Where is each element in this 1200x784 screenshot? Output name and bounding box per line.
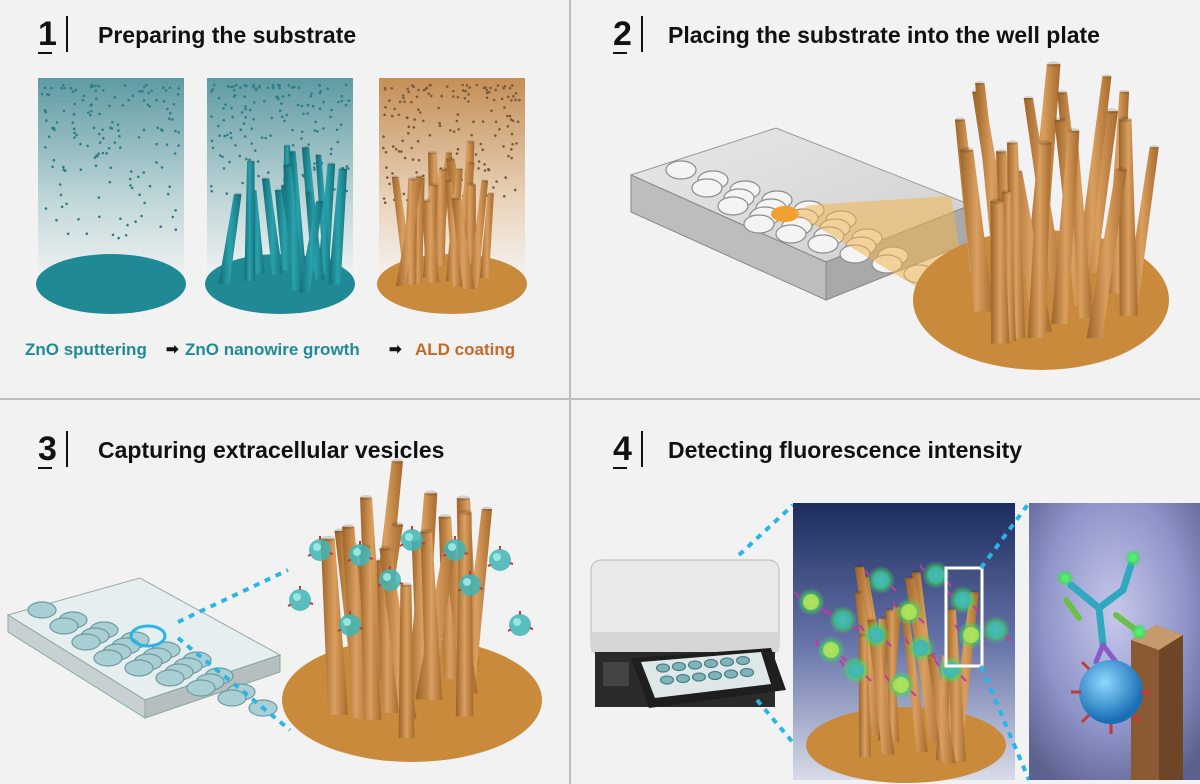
zoom-callout-line [979, 665, 1031, 781]
antibody-icon [1056, 549, 1148, 665]
vesicle-icon [307, 536, 334, 561]
plate-reader-icon [590, 559, 786, 708]
step-underline [613, 467, 627, 469]
step-number: 3 [38, 430, 57, 468]
detection-illustration [590, 501, 1200, 783]
label-zno-growth: ZnO nanowire growth [185, 340, 360, 359]
step-title: Placing the substrate into the well plat… [668, 22, 1100, 48]
coated-nanowire-array [391, 140, 494, 289]
vesicle-icon [399, 526, 426, 551]
vesicle-icon [507, 611, 534, 636]
vesicle-icon [337, 611, 364, 636]
zoom-callout-line [737, 503, 795, 557]
panel-divider-vertical [569, 0, 571, 784]
step-number: 4 [613, 430, 632, 468]
step-number: 1 [38, 15, 57, 53]
step-divider [66, 431, 68, 467]
vesicle-icon [347, 541, 374, 566]
panel-divider-horizontal [0, 398, 1200, 400]
vesicle-icon [1071, 660, 1151, 734]
step-number: 2 [613, 15, 632, 53]
step-underline [613, 52, 627, 54]
label-ald-coating: ALD coating [415, 340, 516, 359]
zoom-callout-line [979, 501, 1031, 570]
substrate-illustration [36, 78, 527, 314]
step-underline [38, 52, 52, 54]
panel-step-1: 1 Preparing the substrate [0, 0, 569, 398]
vesicle-icon [457, 571, 484, 596]
zoom-callout-line [755, 698, 797, 747]
well-plate-illustration [629, 61, 1169, 370]
vesicle-icon [287, 586, 314, 611]
vesicle-icon [377, 566, 404, 591]
step-title: Detecting fluorescence intensity [668, 437, 1023, 463]
step-underline [38, 467, 52, 469]
zno-nanowire-array [218, 144, 348, 293]
coated-nanowire-array [954, 61, 1159, 344]
molecular-zoom-view [1029, 503, 1200, 780]
label-zno-sputtering: ZnO sputtering [25, 340, 147, 359]
step-divider [641, 16, 643, 52]
vesicle-icon [487, 546, 514, 571]
step-title: Preparing the substrate [98, 22, 357, 48]
capture-illustration [6, 458, 542, 762]
panel-step-2: 2 Placing the substrate into the well pl… [571, 0, 1200, 398]
panel-step-3: 3 Capturing extracellular vesicles [0, 400, 569, 784]
zoom-region-box [944, 566, 984, 668]
coated-nanowire-array [320, 458, 493, 739]
sputter-particles [40, 83, 180, 240]
ald-particles [382, 83, 521, 205]
zoom-callout-line [176, 636, 292, 732]
sputter-beam [38, 78, 184, 288]
vesicle-icon [442, 536, 469, 561]
zoom-callout-line [177, 568, 289, 624]
substrate-disc-icon [36, 254, 186, 314]
arrow-icon: ➡ [389, 341, 402, 358]
arrow-icon: ➡ [166, 341, 179, 358]
step-divider [641, 431, 643, 467]
step-divider [66, 16, 68, 52]
panel-step-4: 4 Detecting fluorescence intensity [571, 400, 1200, 784]
growth-particles [210, 83, 351, 195]
vesicle-group [287, 526, 534, 636]
step-title: Capturing extracellular vesicles [98, 437, 445, 463]
well-plate-icon [6, 577, 282, 719]
fluorescence-view [793, 503, 1015, 783]
